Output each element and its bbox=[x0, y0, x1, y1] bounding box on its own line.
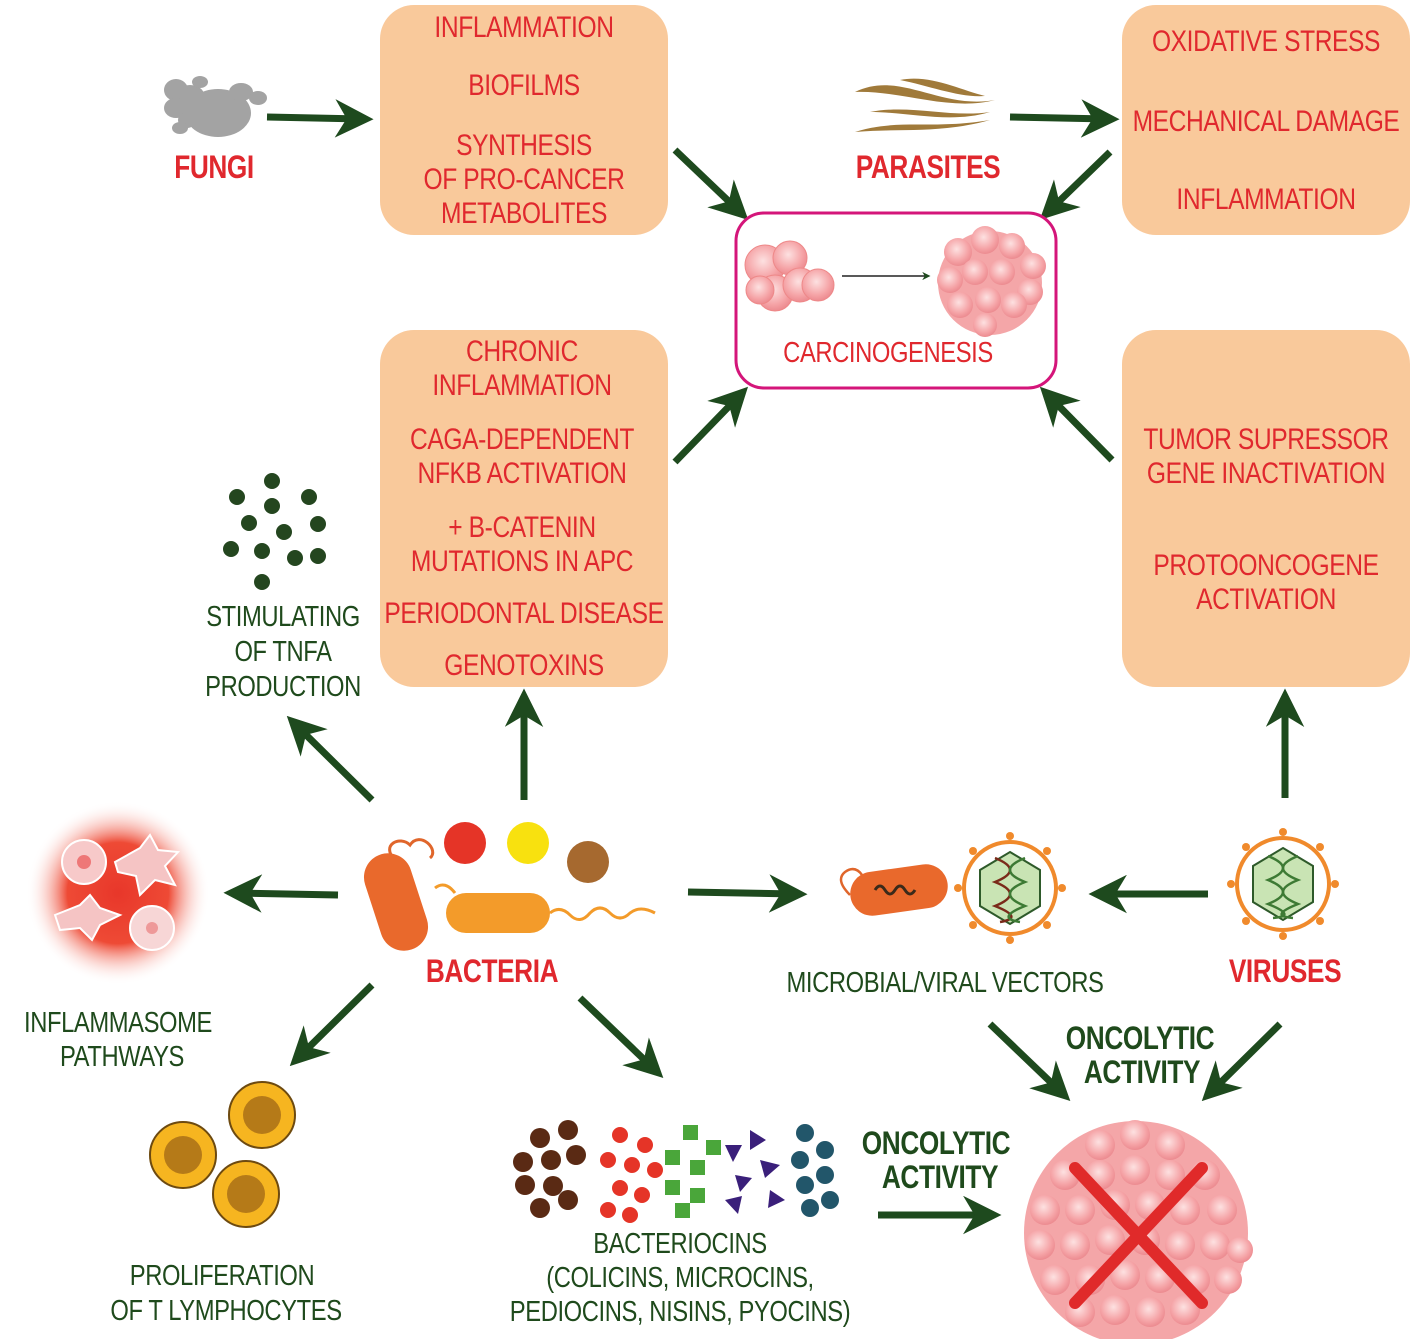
oncolytic-bacteriocin-label-2: ACTIVITY bbox=[881, 1159, 999, 1195]
bacteria-effect-chronic-1: CHRONIC bbox=[466, 335, 578, 368]
arrow-parasites-to-box bbox=[1009, 99, 1120, 138]
virus-icon bbox=[1227, 828, 1339, 940]
parasite-effect-mechanical: MECHANICAL DAMAGE bbox=[1132, 105, 1400, 138]
arrow-bacteria-to-vectors bbox=[687, 874, 808, 913]
vectors-label: MICROBIAL/VIRAL VECTORS bbox=[786, 967, 1104, 999]
fungi-label: FUNGI bbox=[174, 149, 254, 185]
inflammasome-label-1: INFLAMMASOME bbox=[24, 1007, 212, 1039]
bacteria-label: BACTERIA bbox=[425, 953, 559, 989]
bacteria-effect-catenin-2: MUTATIONS IN APC bbox=[410, 545, 634, 578]
fungi-effect-synthesis-3: METABOLITES bbox=[441, 197, 607, 230]
carcinogenesis-label: CARCINOGENESIS bbox=[783, 337, 993, 369]
normal-cells-icon bbox=[744, 240, 835, 312]
arrow-bacteria-to-inflammasome bbox=[223, 874, 339, 913]
bacteria-effect-periodontal: PERIODONTAL DISEASE bbox=[384, 597, 664, 630]
oncolytic-bacteriocin-label-1: ONCOLYTIC bbox=[861, 1125, 1011, 1161]
bacteriocins-label-3: PEDIOCINS, NISINS, PYOCINS) bbox=[509, 1296, 851, 1328]
arrow-virusbox-to-center bbox=[1039, 386, 1115, 463]
bacteria-effect-caga-2: NFKB ACTIVATION bbox=[417, 457, 627, 490]
inflammasome-label-2: PATHWAYS bbox=[60, 1041, 184, 1073]
fungi-effect-synthesis-2: OF PRO-CANCER bbox=[423, 163, 625, 196]
arrow-bacteria-to-tcells bbox=[289, 982, 375, 1067]
virus-effects-box bbox=[1122, 330, 1410, 687]
arrow-fungibox-to-center bbox=[672, 147, 749, 220]
tumor-cells-icon bbox=[937, 226, 1046, 337]
vectors-icon bbox=[839, 832, 1066, 944]
arrow-viruses-to-tumor bbox=[1201, 1021, 1283, 1102]
bacteriocins-label-1: BACTERIOCINS bbox=[593, 1228, 767, 1260]
arrow-fungi-to-box bbox=[266, 99, 374, 138]
oncolytic-viral-label-2: ACTIVITY bbox=[1083, 1054, 1201, 1090]
parasite-effect-oxidative: OXIDATIVE STRESS bbox=[1151, 25, 1381, 58]
bacteria-effect-genotoxins: GENOTOXINS bbox=[444, 649, 604, 682]
arrows bbox=[223, 99, 1305, 1235]
virus-effect-tumor-2: GENE INACTIVATION bbox=[1146, 457, 1386, 490]
tcells-label-1: PROLIFERATION bbox=[129, 1260, 315, 1292]
arrow-vectors-to-tumor bbox=[987, 1021, 1071, 1101]
arrow-parasitebox-to-center bbox=[1039, 149, 1113, 221]
viruses-label: VIRUSES bbox=[1228, 953, 1342, 989]
virus-effect-tumor-1: TUMOR SUPRESSOR bbox=[1143, 423, 1389, 456]
virus-effect-proto-1: PROTOONCOGENE bbox=[1153, 549, 1379, 582]
tnfa-dots-icon bbox=[223, 473, 326, 590]
fungi-effect-synthesis-1: SYNTHESIS bbox=[456, 129, 592, 162]
virus-effect-proto-2: ACTIVATION bbox=[1196, 583, 1336, 616]
fungi-effect-inflammation: INFLAMMATION bbox=[434, 11, 614, 44]
parasite-effects-box bbox=[1122, 5, 1410, 235]
t-lymphocytes-icon bbox=[149, 1081, 296, 1228]
inflammasome-icon bbox=[26, 801, 210, 985]
parasite-effect-inflammation: INFLAMMATION bbox=[1176, 183, 1356, 216]
fungi-effect-biofilms: BIOFILMS bbox=[468, 69, 580, 102]
fungi-effects-box bbox=[380, 5, 668, 235]
tnfa-label-3: PRODUCTION bbox=[205, 671, 361, 703]
tumor-destroyed-icon bbox=[1024, 1120, 1253, 1339]
bacteriocins-icon bbox=[513, 1120, 839, 1223]
arrow-bacteria-to-bacteriocins bbox=[577, 995, 664, 1078]
bacteria-effect-caga-1: CAGA-DEPENDENT bbox=[410, 423, 634, 456]
arrow-bacteria-to-tnfa bbox=[286, 715, 375, 803]
parasites-icon bbox=[855, 78, 995, 132]
tnfa-label-1: STIMULATING bbox=[206, 601, 360, 633]
bacteria-effect-chronic-2: INFLAMMATION bbox=[432, 369, 612, 402]
bacteria-icon bbox=[363, 822, 656, 951]
bacteria-effects-box bbox=[380, 330, 668, 687]
fungi-icon bbox=[164, 76, 267, 137]
parasites-label: PARASITES bbox=[855, 149, 1001, 185]
tcells-label-2: OF T LYMPHOCYTES bbox=[110, 1295, 342, 1327]
bacteriocins-label-2: (COLICINS, MICROCINS, bbox=[546, 1262, 814, 1294]
arrow-bacteriabox-to-center bbox=[672, 386, 749, 465]
tnfa-label-2: OF TNFA bbox=[234, 636, 332, 668]
bacteria-effect-catenin-1: + B-CATENIN bbox=[448, 511, 596, 544]
oncolytic-viral-label-1: ONCOLYTIC bbox=[1065, 1020, 1215, 1056]
